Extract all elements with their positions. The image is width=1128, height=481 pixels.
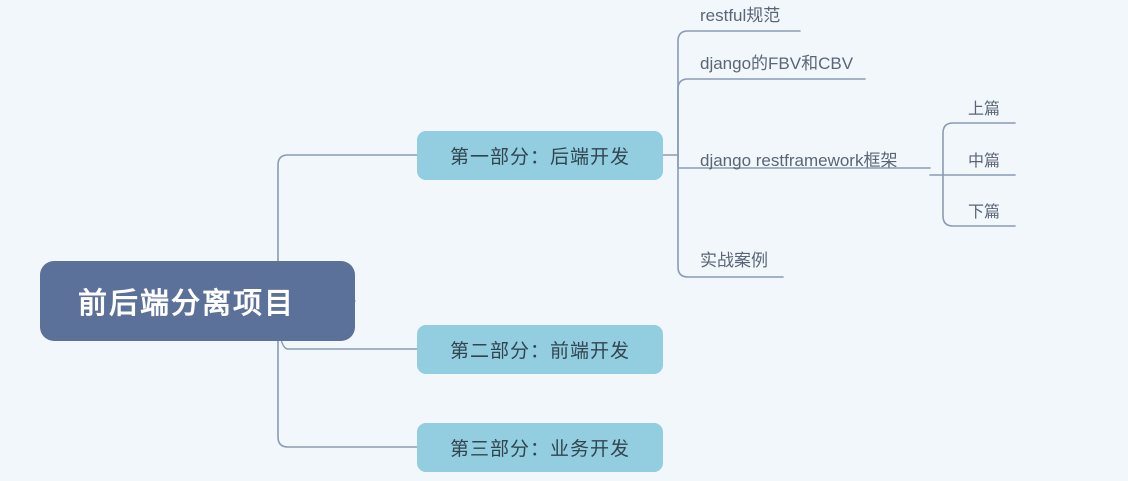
sub-leaf-node-label: 上篇 [968,101,1001,118]
leaf-node-practical-case[interactable]: 实战案例 [700,244,768,276]
leaf-node-label: django restframework框架 [700,151,898,170]
branch-node-label: 第二部分：前端开发 [449,341,630,362]
leaf-node-django-restframework[interactable]: django restframework框架 [700,144,897,176]
branch-node-business[interactable]: 第三部分：业务开发 [417,423,663,472]
mindmap-root-node[interactable]: 前后端分离项目 [40,261,355,341]
branch-node-label: 第三部分：业务开发 [449,439,630,460]
root-node-label: 前后端分离项目 [78,288,296,320]
branch-node-frontend[interactable]: 第二部分：前端开发 [417,325,663,374]
sub-leaf-node-label: 中篇 [968,153,1001,170]
leaf-node-label: django的FBV和CBV [700,54,854,73]
sub-leaf-node-part-1[interactable]: 上篇 [968,95,1000,123]
branch-node-label: 第一部分：后端开发 [449,147,630,168]
leaf-node-label: 实战案例 [700,251,768,270]
leaf-node-django-fbv-cbv[interactable]: django的FBV和CBV [700,47,853,79]
sub-leaf-node-part-3[interactable]: 下篇 [968,198,1000,226]
sub-leaf-node-label: 下篇 [968,204,1001,221]
leaf-node-label: restful规范 [700,6,781,25]
leaf-node-restful-spec[interactable]: restful规范 [700,0,780,31]
sub-leaf-node-part-2[interactable]: 中篇 [968,147,1000,175]
branch-node-backend[interactable]: 第一部分：后端开发 [417,131,663,180]
